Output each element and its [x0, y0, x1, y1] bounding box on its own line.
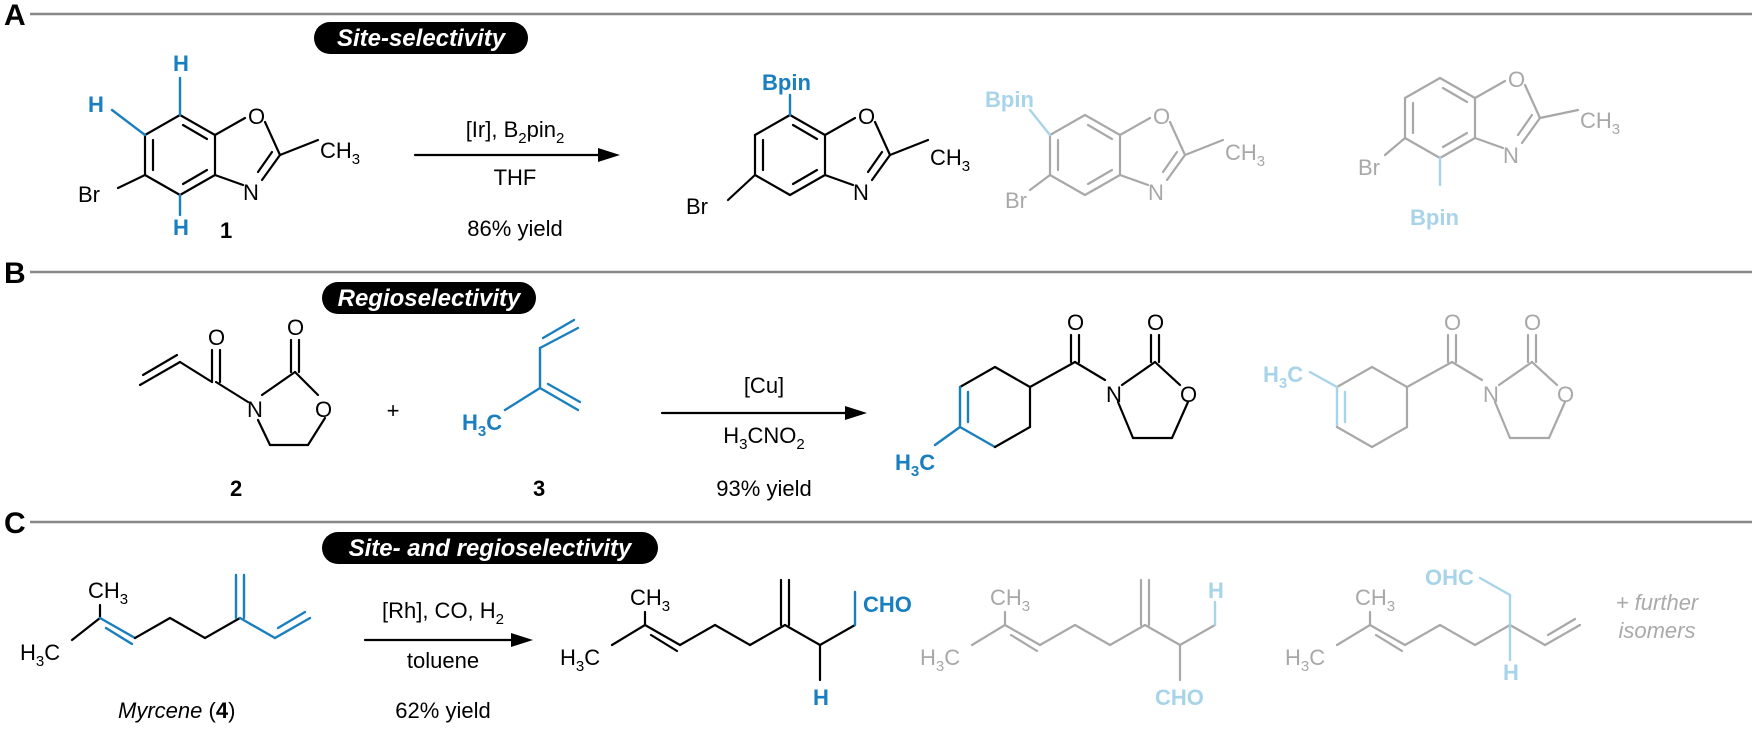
- br-atom: Br: [686, 194, 708, 219]
- section-c-tag: Site- and regioselectivity: [349, 535, 633, 562]
- further-isomers-line2: isomers: [1618, 618, 1695, 643]
- bpin-group: Bpin: [1410, 205, 1459, 230]
- h3c-group: H3C: [920, 645, 960, 675]
- br-atom: Br: [78, 182, 100, 207]
- conditions-yield: 62% yield: [395, 698, 490, 723]
- o-atom: O: [1180, 382, 1197, 407]
- br-atom: Br: [1005, 188, 1027, 213]
- section-b-letter: B: [4, 257, 26, 290]
- h3c-group: H3C: [895, 450, 935, 480]
- product-b: O O N O H3C: [895, 310, 1197, 480]
- o-atom: O: [1557, 382, 1574, 407]
- compound-4: CH3 H3C Myrcene (4): [20, 573, 312, 723]
- section-c-header: C Site- and regioselectivity: [4, 507, 1752, 564]
- h3c-group: H3C: [462, 410, 502, 440]
- compound-1: H H H Br O N CH3 1: [78, 51, 360, 243]
- compound-name: Myrcene (4): [118, 698, 235, 723]
- o-atom: O: [1153, 104, 1170, 129]
- compound-2: O O N O 2: [138, 315, 332, 501]
- compound-number: 1: [220, 218, 232, 243]
- compound-3: H3C 3: [462, 318, 582, 501]
- o-atom: O: [1147, 310, 1164, 335]
- isomer-a1: Bpin Br O N CH3: [985, 87, 1265, 213]
- section-c-letter: C: [4, 507, 26, 540]
- ohc-group: OHC: [1425, 565, 1474, 590]
- h3c-group: H3C: [1263, 362, 1303, 392]
- section-a-letter: A: [4, 0, 26, 32]
- conditions-solvent: toluene: [407, 648, 479, 673]
- n-atom: N: [1503, 143, 1519, 168]
- ch3-group: CH3: [1355, 585, 1395, 615]
- reaction-arrow-b: [Cu] H3CNO2 93% yield: [660, 373, 867, 501]
- o-atom: O: [1508, 67, 1525, 92]
- section-a-tag: Site-selectivity: [337, 25, 507, 52]
- cho-group: CHO: [1155, 685, 1204, 710]
- n-atom: N: [243, 180, 259, 205]
- h-atom: H: [813, 685, 829, 710]
- reaction-arrow-a: [Ir], B2pin2 THF 86% yield: [413, 117, 620, 241]
- n-atom: N: [247, 397, 263, 422]
- ch3-group: CH3: [1580, 108, 1620, 138]
- ch3-group: CH3: [630, 585, 670, 615]
- o-atom: O: [858, 104, 875, 129]
- further-isomers-line1: + further: [1616, 590, 1700, 615]
- bpin-group: Bpin: [985, 87, 1034, 112]
- bpin-group: Bpin: [762, 70, 811, 95]
- br-atom: Br: [1358, 155, 1380, 180]
- h-atom: H: [88, 92, 104, 117]
- h3c-group: H3C: [1285, 645, 1325, 675]
- o-atom: O: [1444, 310, 1461, 335]
- n-atom: N: [853, 180, 869, 205]
- conditions-solvent: THF: [494, 165, 537, 190]
- isomer-b: O O N O H3C: [1263, 310, 1574, 449]
- ch3-group: CH3: [88, 578, 128, 608]
- section-b-header: B Regioselectivity: [4, 257, 1752, 314]
- h-atom: H: [173, 215, 189, 240]
- o-atom: O: [1524, 310, 1541, 335]
- ch3-group: CH3: [320, 138, 360, 168]
- conditions-solvent: H3CNO2: [723, 423, 804, 453]
- plus-sign: +: [387, 398, 400, 423]
- compound-number: 3: [533, 476, 545, 501]
- o-atom: O: [208, 325, 225, 350]
- n-atom: N: [1483, 382, 1499, 407]
- n-atom: N: [1106, 382, 1122, 407]
- isomer-c2: CH3 H3C OHC H: [1285, 565, 1582, 685]
- conditions-catalyst: [Cu]: [744, 373, 784, 398]
- conditions-reagent: [Rh], CO, H2: [382, 598, 504, 628]
- product-a: Bpin Br O N CH3: [686, 70, 970, 219]
- section-a-header: A Site-selectivity: [4, 0, 1752, 54]
- o-atom: O: [287, 315, 304, 340]
- o-atom: O: [1067, 310, 1084, 335]
- product-c: CH3 H3C CHO H: [560, 578, 912, 710]
- reaction-arrow-c: [Rh], CO, H2 toluene 62% yield: [363, 598, 533, 723]
- conditions-yield: 93% yield: [716, 476, 811, 501]
- ch3-group: CH3: [990, 585, 1030, 615]
- cho-group: CHO: [863, 592, 912, 617]
- ch3-group: CH3: [930, 145, 970, 175]
- h3c-group: H3C: [560, 645, 600, 675]
- h-atom: H: [173, 51, 189, 76]
- n-atom: N: [1148, 180, 1164, 205]
- section-b-tag: Regioselectivity: [338, 285, 522, 312]
- o-atom: O: [248, 104, 265, 129]
- isomer-a2: Bpin Br O N CH3: [1358, 67, 1620, 230]
- o-atom: O: [315, 397, 332, 422]
- isomer-c1: CH3 H3C H CHO: [920, 578, 1224, 710]
- h-atom: H: [1208, 578, 1224, 603]
- conditions-reagent: [Ir], B2pin2: [466, 117, 565, 147]
- h3c-group: H3C: [20, 640, 60, 670]
- conditions-yield: 86% yield: [467, 216, 562, 241]
- compound-number: 2: [230, 476, 242, 501]
- h-atom: H: [1503, 660, 1519, 685]
- ch3-group: CH3: [1225, 140, 1265, 170]
